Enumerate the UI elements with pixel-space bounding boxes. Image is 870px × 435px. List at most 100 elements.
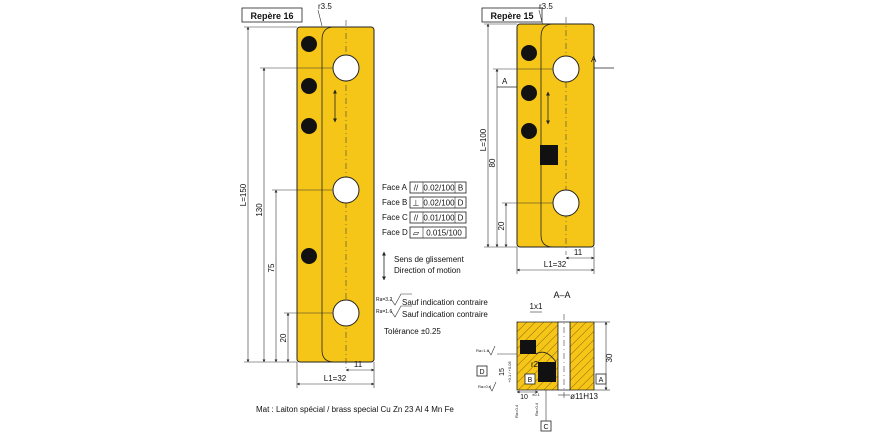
part15-dim-11: 11 — [574, 248, 583, 257]
part15-hole-top — [552, 55, 580, 83]
motion-line2: Direction of motion — [394, 266, 461, 275]
tolerance-frame — [409, 196, 467, 209]
tolerance-face: Face C — [382, 213, 408, 222]
part15-insert-2 — [521, 85, 537, 101]
part16-hole-top — [332, 54, 360, 82]
section-ra-b: Ra=0.4 — [478, 384, 492, 389]
tolerance-face: Face A — [382, 183, 408, 192]
section-chamfer: 1x1 — [530, 302, 543, 311]
tolerance-face: Face D — [382, 228, 408, 237]
tolerance-row: Face B ⊥ 0.02/100 D — [382, 196, 467, 209]
section-title: A–A — [553, 290, 570, 300]
part16-insert-1 — [301, 36, 317, 52]
tolerance-frame — [409, 181, 467, 194]
material-note: Mat : Laiton spécial / brass special Cu … — [256, 405, 454, 414]
tolerance-row: Face D ▱ 0.015/100 — [382, 226, 467, 239]
section-ra-d: Ra=0.4 — [534, 402, 539, 416]
datum-B: B — [528, 377, 533, 384]
section-insert-upper — [520, 340, 536, 354]
general-tolerance: Tolérance ±0.25 — [384, 327, 441, 336]
part15-insert-3 — [521, 123, 537, 139]
perpendicularity-symbol: ⊥ — [413, 199, 420, 208]
part16-edge — [321, 26, 335, 363]
part16-radius: r3.5 — [318, 2, 332, 11]
tolerance-value: 0.02/100 — [423, 184, 455, 193]
tolerance-datum: B — [458, 184, 463, 193]
part16-dim-11: 11 — [354, 360, 363, 369]
section-ra-a: Ra=1.6 — [476, 348, 490, 353]
roughness-notes: Ra=3.2 Sauf indication contraire Ra=1.6 … — [376, 293, 488, 336]
part16-label-box — [241, 7, 303, 23]
section-view: A–A 1x1 r2 D B A C Ra=1.6 Ra=0.4 Ra=0.4 … — [476, 290, 614, 432]
datum-B-box — [524, 373, 536, 385]
motion-legend: Sens de glissement Direction of motion — [382, 251, 465, 281]
tolerance-frame — [409, 226, 467, 239]
part15-insert-square — [540, 145, 558, 165]
roughness-symbol-icon — [390, 305, 412, 318]
section-hole-dim: ø11H13 — [570, 392, 598, 401]
part16-dim-width: L1=32 — [324, 374, 347, 383]
part16-view: Repère 16 r3.5 L=150 130 75 20 11 L1=32 — [239, 2, 375, 388]
part16-label: Repère 16 — [250, 11, 293, 21]
tolerance-datum: D — [458, 214, 464, 223]
tolerance-table: Face A // 0.02/100 B Face B ⊥ 0.02/100 D… — [382, 181, 467, 239]
flatness-symbol: ▱ — [413, 229, 420, 238]
part16-insert-4 — [301, 248, 317, 264]
tolerance-value: 0.02/100 — [423, 199, 455, 208]
part15-dim-20: 20 — [497, 221, 506, 230]
tolerance-row: Face A // 0.02/100 B — [382, 181, 467, 194]
part16-dim-130: 130 — [255, 203, 264, 217]
tolerance-value: 0.015/100 — [426, 229, 462, 238]
section-radius: r2 — [531, 360, 539, 369]
part15-label: Repère 15 — [490, 11, 533, 21]
section-dim-10-tol: ±0.1 — [532, 392, 541, 397]
roughness-ra2: Ra=1.6 — [376, 309, 392, 315]
motion-line1: Sens de glissement — [394, 255, 465, 264]
section-groove — [535, 351, 557, 363]
tolerance-datum: D — [458, 199, 464, 208]
part16-hole-bottom — [332, 299, 360, 327]
datum-A: A — [599, 377, 604, 384]
part15-insert-1 — [521, 45, 537, 61]
section-ra-c: Ra=0.4 — [514, 404, 519, 418]
part15-edge — [540, 23, 554, 248]
part16-insert-2 — [301, 78, 317, 94]
roughness-symbol-icon — [390, 293, 412, 306]
section-body-right — [569, 321, 595, 391]
parallelism-symbol: // — [414, 184, 419, 193]
part15-section-mark-right: A — [591, 55, 597, 64]
datum-D: D — [479, 369, 484, 376]
part16-dim-75: 75 — [267, 263, 276, 272]
datum-D-box — [476, 365, 488, 377]
part15-body — [516, 23, 595, 248]
part16-hole-middle — [332, 176, 360, 204]
section-dim-15-tol: +0.1 / +0.05 — [507, 361, 512, 383]
part15-view: Repère 15 r3.5 A A L=100 80 20 11 L1=32 — [479, 2, 614, 274]
roughness-note1: Sauf indication contraire — [402, 298, 488, 307]
tolerance-value: 0.01/100 — [423, 214, 455, 223]
part15-section-mark-left: A — [502, 77, 508, 86]
part15-dim-length: L=100 — [479, 128, 488, 151]
section-insert-lower — [538, 362, 556, 382]
part15-label-box — [481, 7, 543, 23]
datum-C: C — [543, 424, 548, 431]
part15-radius: r3.5 — [539, 2, 553, 11]
part16-dim-length: L=150 — [239, 183, 248, 206]
part16-radius-leader — [317, 9, 323, 27]
part15-dim-width: L1=32 — [544, 260, 567, 269]
part15-radius-leader — [538, 9, 544, 27]
tolerance-frame — [409, 211, 467, 224]
parallelism-symbol: // — [414, 214, 419, 223]
part16-dim-20: 20 — [279, 333, 288, 342]
tolerance-row: Face C // 0.01/100 D — [382, 211, 467, 224]
section-dim-30: 30 — [605, 353, 614, 362]
roughness-symbol-icon — [487, 345, 496, 356]
part15-hole-bottom — [552, 189, 580, 217]
roughness-symbol-icon — [488, 381, 497, 392]
roughness-note2: Sauf indication contraire — [402, 310, 488, 319]
roughness-ra1: Ra=3.2 — [376, 297, 392, 303]
part15-dim-80: 80 — [488, 158, 497, 167]
tolerance-face: Face B — [382, 198, 407, 207]
section-dim-15: 15 — [499, 368, 506, 376]
